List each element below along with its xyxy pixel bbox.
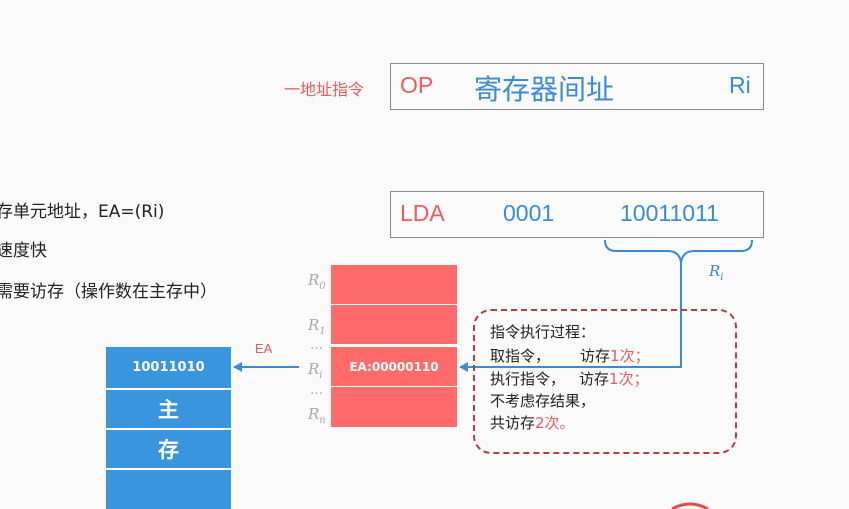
reg-label-ellipsis-2: … bbox=[310, 383, 323, 398]
process-title: 指令执行过程： bbox=[490, 323, 596, 341]
process-line-1: 取指令，访存1次； bbox=[490, 347, 650, 365]
memory-cell-target: 10011010 bbox=[106, 347, 231, 390]
main-memory: 10011010 主 存 bbox=[106, 347, 231, 509]
format-mode: 寄存器间址 bbox=[474, 73, 615, 106]
memory-char-1: 主 bbox=[158, 398, 179, 422]
memory-cell-empty bbox=[106, 470, 231, 509]
instruction-op: LDA bbox=[400, 200, 445, 226]
register-cell-rn bbox=[331, 387, 457, 427]
reg-label-rn: Rn bbox=[308, 405, 326, 426]
execution-process-box bbox=[473, 309, 737, 454]
register-file: EA:00000110 bbox=[331, 265, 457, 427]
register-cell-r1 bbox=[331, 305, 457, 345]
register-cell-r0 bbox=[331, 265, 457, 305]
note-line-3: 需要访存（操作数在主存中） bbox=[0, 282, 217, 302]
note-line-2: 速度快 bbox=[0, 241, 47, 261]
memory-cell-char2: 存 bbox=[106, 430, 231, 470]
process-line-4: 共访存2次。 bbox=[490, 414, 575, 432]
memory-cell-char1: 主 bbox=[106, 390, 231, 430]
memory-char-2: 存 bbox=[158, 438, 179, 462]
instruction-addr-bits: 10011011 bbox=[620, 200, 719, 226]
reg-label-r1: R1 bbox=[308, 316, 326, 337]
register-cell-ri: EA:00000110 bbox=[331, 347, 457, 387]
address-brace bbox=[604, 239, 753, 263]
reg-label-ri: Ri bbox=[308, 360, 323, 381]
reg-label-r0: R0 bbox=[308, 271, 326, 292]
process-line-2: 执行指令，访存1次； bbox=[490, 370, 649, 388]
brace-label: Ri bbox=[709, 262, 724, 283]
instruction-format-box: OP 寄存器间址 Ri bbox=[390, 63, 764, 110]
process-line-3: 不考虑存结果， bbox=[490, 392, 596, 410]
ea-label: EA bbox=[255, 341, 273, 356]
partial-circle-decoration bbox=[671, 502, 709, 509]
instruction-mode-bits: 0001 bbox=[503, 200, 555, 226]
reg-label-ellipsis-1: … bbox=[310, 338, 323, 353]
note-line-1: 存单元地址，EA=(Ri) bbox=[0, 202, 165, 222]
instruction-box: LDA 0001 10011011 bbox=[390, 191, 764, 238]
register-ri-value: EA:00000110 bbox=[349, 359, 439, 374]
format-label: 一地址指令 bbox=[284, 80, 365, 99]
brace-to-register-arrow bbox=[459, 262, 682, 372]
format-reg: Ri bbox=[729, 72, 751, 98]
format-op: OP bbox=[400, 72, 434, 98]
memory-top-value: 10011010 bbox=[132, 360, 205, 375]
